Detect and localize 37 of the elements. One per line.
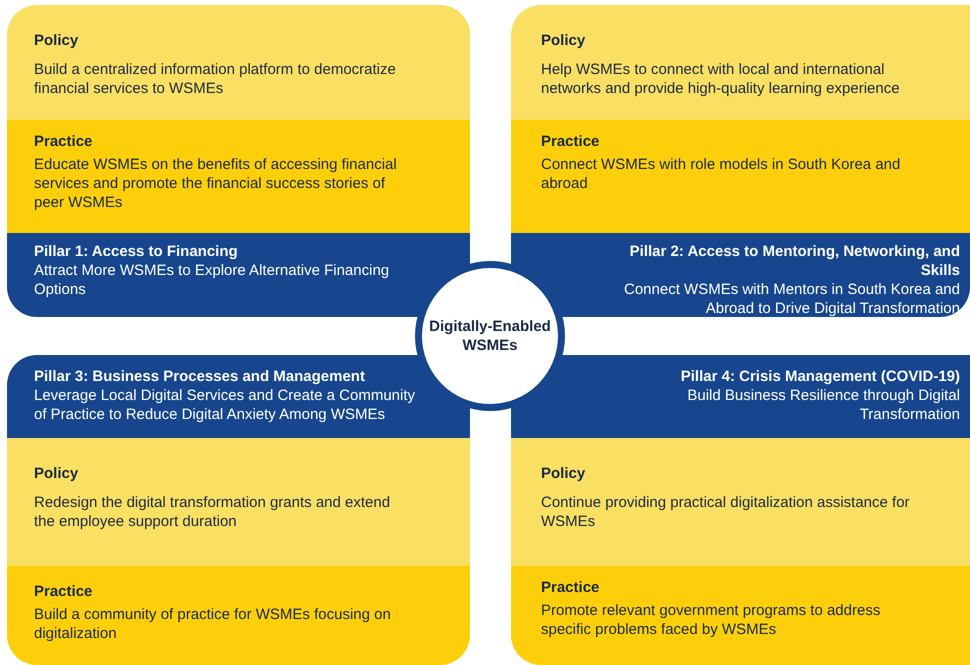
panel-heading: Pillar 1: Access to Financing: [34, 242, 239, 261]
panel-heading: Pillar 3: Business Processes and Management: [34, 367, 366, 386]
panel-text: Continue providing practical digitalization assistance for WSMEs: [541, 493, 910, 531]
practice-panel: [7, 566, 470, 665]
policy-panel: [7, 5, 470, 120]
pillar-banner: [511, 233, 970, 317]
panel-heading: Practice: [541, 132, 600, 151]
panel-heading: Policy: [34, 31, 80, 50]
panel-text: Help WSMEs to connect with local and international networks and provide high-quality learning experience: [541, 60, 901, 98]
practice-panel: [511, 120, 970, 233]
panel-heading: Practice: [541, 578, 600, 597]
panel-text: Leverage Local Digital Services and Create a Community of Practice to Reduce Digital Anxiety Among WSMEs: [34, 386, 416, 424]
practice-panel: [511, 566, 970, 665]
panel-text: Build Business Resilience through Digital Transformation: [686, 386, 960, 424]
center-label: Digitally-Enabled WSMEs: [428, 317, 552, 355]
panel-text: Educate WSMEs on the benefits of accessing financial services and promote the financial success stories of peer WSMEs: [34, 155, 398, 212]
policy-panel: [511, 5, 970, 120]
panel-text: Attract More WSMEs to Explore Alternative Financing Options: [34, 261, 390, 299]
panel-heading: Policy: [541, 31, 586, 50]
panel-heading: Pillar 2: Access to Mentoring, Networking, and Skills: [628, 242, 960, 280]
panel-heading: Pillar 4: Crisis Management (COVID-19): [680, 367, 960, 386]
practice-panel: [7, 120, 470, 233]
panel-text: Build a community of practice for WSMEs focusing on digitalization: [34, 605, 392, 643]
panel-text: Redesign the digital transformation grants and extend the employee support duration: [34, 493, 392, 531]
panel-text: Connect WSMEs with role models in South Korea and abroad: [541, 155, 902, 193]
pillar-banner: [7, 355, 470, 438]
panel-heading: Practice: [34, 582, 94, 601]
panel-heading: Practice: [34, 132, 94, 151]
panel-heading: Policy: [541, 464, 586, 483]
policy-panel: [511, 438, 970, 566]
panel-heading: Policy: [34, 464, 80, 483]
panel-text: Promote relevant government programs to address specific problems faced by WSMEs: [541, 601, 882, 639]
pillar-banner: [7, 233, 470, 317]
pillar-banner: [511, 355, 970, 438]
panel-text: Build a centralized information platform to democratize financial services to WSMEs: [34, 60, 397, 98]
policy-panel: [7, 438, 470, 566]
panel-text: Connect WSMEs with Mentors in South Korea and Abroad to Drive Digital Transformation: [623, 280, 960, 318]
